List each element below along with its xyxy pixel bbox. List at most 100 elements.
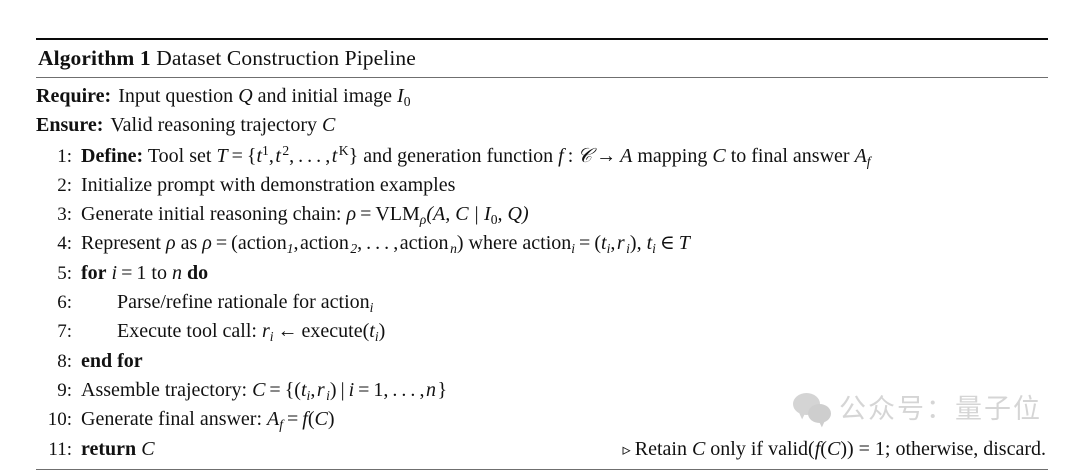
math-comma-1: , [268, 144, 274, 167]
math-i: i [348, 378, 355, 401]
math-action-2-sub: 2 [350, 241, 358, 257]
math-t-i: t [369, 320, 375, 343]
math-paren-open: ( [307, 408, 315, 431]
math-n: n [425, 378, 436, 401]
math-eq: = [231, 144, 243, 167]
math-mid: | [340, 378, 345, 401]
line-3-text: Generate initial reasoning chain: [81, 203, 342, 226]
math-tK: t [331, 144, 338, 167]
math-brace-close: } [348, 144, 359, 167]
algorithm-lines: Require:Input question Q and initial ima… [36, 78, 1048, 469]
math-I-sub: 0 [403, 93, 411, 109]
line-1-text-4: to final answer [730, 144, 850, 167]
math-vlm-args: (A, C | I [426, 203, 491, 226]
math-r-i: r [616, 232, 625, 255]
algorithm-top-rule [36, 38, 1048, 40]
math-paren-open-2: ( [594, 232, 601, 255]
algorithm-caption-keyword: Algorithm 1 [38, 46, 151, 70]
math-r-i: r [316, 378, 325, 401]
line-number: 6: [57, 292, 72, 314]
math-action-n-sub: n [450, 241, 457, 257]
line-4-text-2: as [180, 232, 198, 255]
math-in: ∈ [659, 232, 675, 255]
line-4-text-1: Represent [81, 232, 161, 255]
line-1-text-2: and generation function [363, 144, 554, 167]
math-paren-close: ) [456, 232, 464, 255]
math-I: I [397, 85, 404, 107]
return-keyword: return [81, 437, 137, 460]
require-label: Require: [36, 85, 112, 107]
math-dots: , . . . , [357, 232, 399, 255]
ensure-label: Ensure: [36, 114, 104, 137]
do-keyword: do [186, 261, 209, 284]
math-C: C [314, 408, 328, 431]
math-eq: = [269, 378, 281, 401]
line-8-content: end for [81, 349, 143, 372]
line-number: 1: [57, 145, 72, 167]
algorithm-line-11: 11: return C ▹Retain C only if valid(f(C… [36, 435, 1048, 464]
line-1-text-1: Tool set [147, 144, 212, 167]
algorithm-caption: Algorithm 1 Dataset Construction Pipelin… [36, 40, 1048, 77]
math-VLM-sub: ρ [419, 211, 427, 227]
math-I-sub: 0 [490, 211, 498, 227]
math-C: C [141, 437, 155, 460]
line-3-content: Generate initial reasoning chain: ρ=VLMρ… [81, 200, 529, 229]
math-paren-close-2: ) [629, 232, 637, 255]
line-number: 9: [57, 379, 72, 401]
math-action-1: action [237, 232, 287, 255]
line-number: 5: [57, 262, 72, 284]
algorithm-caption-title: Dataset Construction Pipeline [150, 46, 416, 70]
math-dots: , . . . , [383, 378, 425, 401]
math-action-i: action [320, 291, 370, 314]
line-6-content: Parse/refine rationale for actioni [81, 288, 373, 317]
math-n: n [171, 261, 182, 284]
line-6-text: Parse/refine rationale for [117, 291, 316, 314]
math-rho: ρ [346, 203, 357, 226]
algorithm-line-8: 8: end for [36, 347, 1048, 376]
math-action-i: action [522, 232, 572, 255]
math-r-i: r [261, 320, 270, 343]
math-Af-sub: f [866, 153, 871, 169]
algorithm-caption-rule [36, 77, 1048, 78]
math-C: C [252, 378, 266, 401]
algorithm-line-6: 6: Parse/refine rationale for actioni [36, 288, 1048, 317]
math-paren-close: ) [840, 437, 847, 460]
math-one: 1 [136, 261, 147, 284]
comment-triangle-icon: ▹ [622, 439, 631, 459]
line-4-text-3: where [468, 232, 518, 255]
math-brace-open: { [246, 144, 257, 167]
math-t-i-sub: i [306, 387, 311, 403]
math-VLM: VLM [375, 203, 420, 226]
math-t-i: t [601, 232, 607, 255]
math-paren-close: ) [378, 320, 386, 343]
line-1-text-3: mapping [637, 144, 708, 167]
math-t1-sup: 1 [262, 142, 269, 158]
math-C: C [691, 437, 706, 460]
comment-text-1: Retain [634, 437, 687, 460]
math-t2: t [275, 144, 281, 167]
line-number: 2: [57, 174, 72, 196]
math-rho: ρ [165, 232, 176, 255]
define-label: Define: [81, 144, 144, 167]
require-content: Require:Input question Q and initial ima… [36, 82, 411, 111]
math-t-i: t [300, 378, 307, 401]
math-one: 1 [373, 378, 384, 401]
math-paren-close: ) [327, 408, 335, 431]
line-number: 11: [48, 438, 72, 460]
math-brace-close: } [437, 378, 448, 401]
math-C-cal: 𝒞 [577, 142, 593, 167]
math-C2: C [712, 144, 726, 167]
math-t-i-sub: i [606, 241, 611, 257]
algorithm-line-3: 3: Generate initial reasoning chain: ρ=V… [36, 200, 1048, 229]
math-eq: = [360, 203, 372, 226]
math-A: A [620, 144, 633, 167]
math-paren-open: ( [362, 320, 370, 343]
line-number: 3: [57, 204, 72, 226]
math-eq: = [579, 232, 591, 255]
math-t-i-2-sub: i [652, 241, 656, 257]
math-comma: , [310, 378, 316, 401]
math-rho-2: ρ [202, 232, 212, 255]
math-tK-sup: K [338, 142, 349, 158]
